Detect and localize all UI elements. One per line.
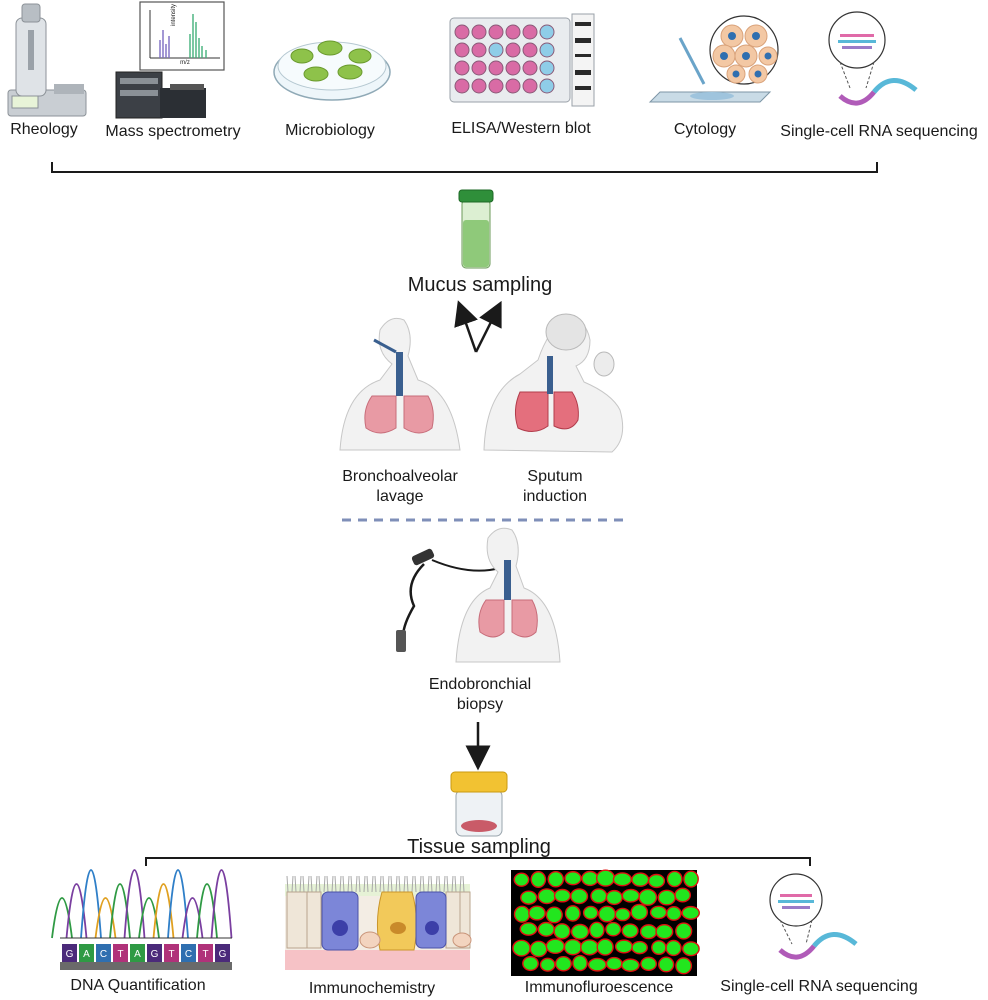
label-scrna-seq-bottom: Single-cell RNA sequencing [720, 978, 918, 995]
petri-dish-icon [273, 40, 391, 101]
svg-text:A: A [134, 949, 141, 960]
immunofluorescence-icon [511, 869, 700, 976]
label-bal-line1: Bronchoalveolar [342, 468, 458, 485]
elisa-plate-icon [449, 13, 595, 107]
mass-spectrometer-icon [115, 1, 225, 119]
svg-text:C: C [100, 949, 107, 960]
label-sputum-line2: induction [522, 488, 588, 505]
label-immunochemistry: Immunochemistry [308, 980, 436, 997]
svg-text:T: T [202, 949, 208, 960]
label-elisa-western: ELISA/Western blot [451, 120, 591, 137]
label-scrna-seq-top: Single-cell RNA sequencing [780, 123, 978, 140]
scrna-seq-bottom-icon [769, 873, 858, 960]
tissue-jar-icon [450, 771, 508, 837]
label-microbiology: Microbiology [285, 122, 375, 139]
biopsy-body-icon [455, 527, 561, 663]
svg-text:A: A [83, 949, 90, 960]
svg-text:G: G [151, 949, 159, 960]
label-biopsy-line2: biopsy [456, 696, 504, 713]
mass-spec-x-axis-label: m/z [180, 60, 190, 66]
bal-body-icon [339, 317, 461, 451]
scrna-seq-icon [828, 11, 918, 106]
mucus-sampling-title: Mucus sampling [407, 274, 553, 296]
svg-text:C: C [185, 949, 192, 960]
label-immunofluorescence: Immunofluroescence [524, 979, 674, 996]
tissue-sampling-title: Tissue sampling [407, 836, 551, 858]
svg-text:G: G [66, 949, 74, 960]
sampling-arrows [454, 300, 502, 353]
sputum-body-icon [483, 313, 624, 453]
label-biopsy-line1: Endobronchial [428, 676, 532, 693]
svg-text:T: T [117, 949, 123, 960]
label-sputum-line1: Sputum [527, 468, 583, 485]
rheometer-icon [7, 3, 87, 117]
svg-text:T: T [168, 949, 174, 960]
top-bracket [51, 162, 878, 173]
immunochemistry-tissue-icon [285, 875, 472, 970]
label-rheology: Rheology [10, 121, 78, 138]
label-cytology: Cytology [673, 121, 737, 138]
cytology-slide-icon [648, 15, 779, 103]
label-dna-quantification: DNA Quantification [70, 977, 206, 994]
bronchoscope-icon [396, 548, 501, 652]
svg-text:G: G [219, 949, 227, 960]
label-bal-line2: lavage [376, 488, 424, 505]
mass-spec-y-axis-label: intensity [171, 3, 177, 26]
mucus-tube-icon [458, 189, 494, 269]
label-mass-spectrometry: Mass spectrometry [105, 123, 241, 140]
bottom-bracket [145, 857, 811, 866]
